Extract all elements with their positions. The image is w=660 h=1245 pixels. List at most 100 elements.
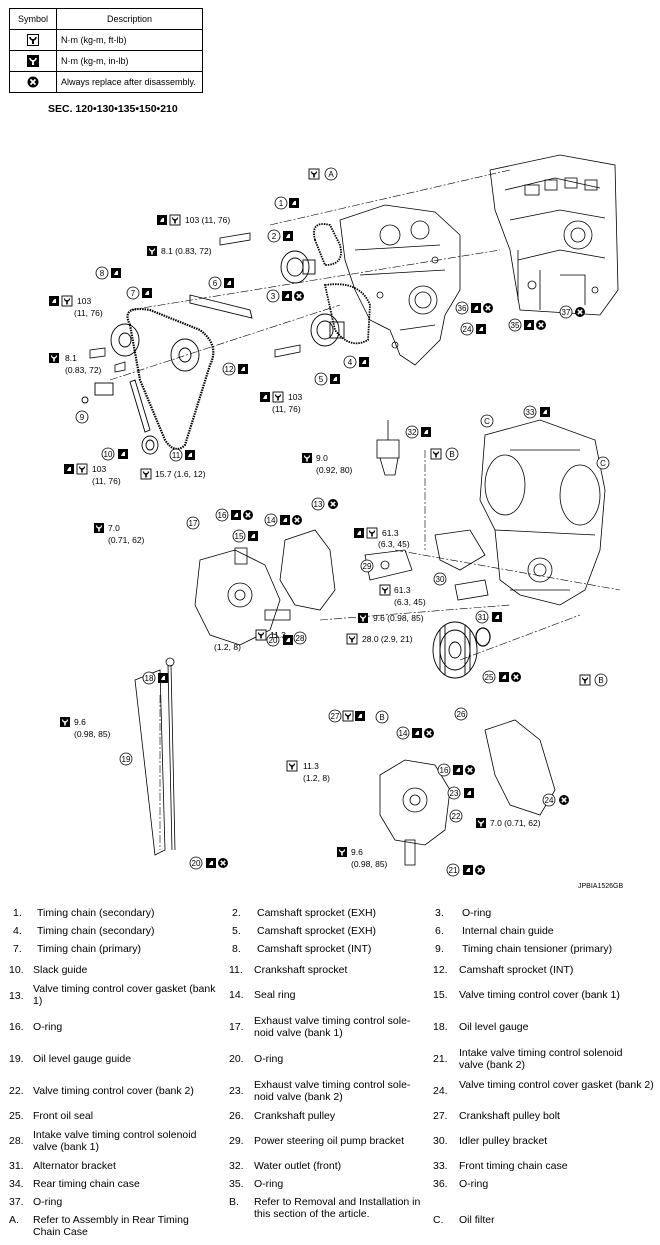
legend-row: N·m (kg-m, in-lb) bbox=[9, 50, 203, 72]
callout-7: 7 bbox=[126, 286, 140, 300]
callout-9: 9 bbox=[75, 410, 89, 424]
svg-text:14: 14 bbox=[267, 516, 276, 525]
svg-text:103: 103 bbox=[77, 296, 91, 306]
svg-text:9.6 (0.98, 85): 9.6 (0.98, 85) bbox=[373, 613, 424, 623]
svg-text:7.0: 7.0 bbox=[108, 523, 120, 533]
svg-text:5: 5 bbox=[319, 375, 324, 384]
svg-text:16: 16 bbox=[440, 766, 449, 775]
svg-text:14: 14 bbox=[399, 729, 408, 738]
letter-callouts: A B B B C C bbox=[324, 167, 610, 724]
svg-text:36: 36 bbox=[458, 304, 467, 313]
svg-text:32: 32 bbox=[408, 428, 417, 437]
callout-letter-b1: B bbox=[445, 447, 459, 461]
secondary-timing-chain-upper bbox=[313, 223, 342, 266]
callout-20b: 20 bbox=[189, 856, 203, 870]
legend-row: N·m (kg-m, ft-lb) bbox=[9, 29, 203, 51]
callout-26: 26 bbox=[454, 707, 468, 721]
svg-text:20: 20 bbox=[192, 859, 201, 868]
callout-13: 13 bbox=[311, 497, 325, 511]
svg-text:31: 31 bbox=[478, 613, 487, 622]
timing-chain-exploded-diagram: 1 2 3 4 5 6 7 8 9 10 11 12 13 14 14 15 1… bbox=[48, 154, 620, 877]
svg-text:22: 22 bbox=[452, 812, 461, 821]
valve-timing-control-cover-gasket-bank1 bbox=[279, 529, 336, 611]
callout-14: 14 bbox=[264, 513, 278, 527]
svg-text:15: 15 bbox=[235, 532, 244, 541]
callout-6: 6 bbox=[208, 276, 222, 290]
callout-30: 30 bbox=[433, 572, 447, 586]
svg-text:29: 29 bbox=[363, 562, 372, 571]
svg-text:20: 20 bbox=[269, 636, 278, 645]
svg-text:19: 19 bbox=[122, 755, 131, 764]
callout-8: 8 bbox=[95, 266, 109, 280]
svg-text:7: 7 bbox=[131, 289, 136, 298]
svg-text:12: 12 bbox=[225, 365, 234, 374]
section-title: SEC. 120•130•135•150•210 bbox=[48, 103, 178, 115]
callout-17: 17 bbox=[186, 516, 200, 530]
svg-text:10: 10 bbox=[104, 450, 113, 459]
svg-text:(6.3, 45): (6.3, 45) bbox=[378, 539, 410, 549]
valve-timing-control-cover-bank2 bbox=[379, 759, 451, 866]
svg-text:7.0 (0.71, 62): 7.0 (0.71, 62) bbox=[490, 818, 541, 828]
callout-27: 27 bbox=[328, 709, 342, 723]
legend-header-symbol: Symbol bbox=[9, 8, 57, 30]
svg-text:(0.71, 62): (0.71, 62) bbox=[108, 535, 145, 545]
svg-text:(6.3, 45): (6.3, 45) bbox=[394, 597, 426, 607]
svg-text:16: 16 bbox=[218, 511, 227, 520]
svg-text:37: 37 bbox=[562, 308, 571, 317]
svg-text:35: 35 bbox=[511, 321, 520, 330]
svg-text:13: 13 bbox=[314, 500, 323, 509]
svg-text:8.1 (0.83, 72): 8.1 (0.83, 72) bbox=[161, 246, 212, 256]
callout-5: 5 bbox=[314, 372, 328, 386]
svg-text:26: 26 bbox=[457, 710, 466, 719]
svg-text:C: C bbox=[600, 459, 606, 468]
svg-text:B: B bbox=[449, 450, 454, 459]
svg-text:11.3: 11.3 bbox=[270, 630, 286, 640]
callout-19: 19 bbox=[119, 752, 133, 766]
svg-text:11.3: 11.3 bbox=[303, 761, 319, 771]
diagram-id: JPBIA1526GB bbox=[578, 883, 624, 890]
legend-header-description: Description bbox=[56, 8, 203, 30]
camshaft-sprocket-exh-lower bbox=[310, 313, 345, 347]
svg-text:28: 28 bbox=[296, 634, 305, 643]
engine-block bbox=[489, 154, 619, 316]
callout-33: 33 bbox=[523, 405, 537, 419]
secondary-timing-chain-lower bbox=[323, 283, 371, 345]
callout-35: 35 bbox=[508, 318, 522, 332]
svg-text:B: B bbox=[379, 713, 384, 722]
svg-text:30: 30 bbox=[436, 575, 445, 584]
callout-2: 2 bbox=[267, 229, 281, 243]
svg-text:24: 24 bbox=[463, 325, 472, 334]
water-outlet bbox=[376, 420, 400, 476]
callout-23: 23 bbox=[447, 786, 461, 800]
replace-x-icon bbox=[27, 76, 39, 88]
oil-level-gauge bbox=[165, 657, 176, 851]
svg-text:4: 4 bbox=[348, 358, 353, 367]
callout-4: 4 bbox=[343, 355, 357, 369]
svg-text:11: 11 bbox=[172, 451, 181, 460]
svg-text:B: B bbox=[598, 676, 603, 685]
crankshaft-sprocket bbox=[141, 435, 159, 455]
callout-10: 10 bbox=[101, 447, 115, 461]
legend-description: N·m (kg-m, in-lb) bbox=[56, 50, 203, 72]
svg-text:9.6: 9.6 bbox=[74, 717, 86, 727]
camshaft-sprocket-exh-upper bbox=[280, 250, 316, 284]
callout-3: 3 bbox=[266, 289, 280, 303]
svg-text:(11, 76): (11, 76) bbox=[74, 308, 103, 318]
alternator-bracket bbox=[454, 579, 489, 601]
callout-32: 32 bbox=[405, 425, 419, 439]
callout-21: 21 bbox=[446, 863, 460, 877]
callout-24: 24 bbox=[460, 322, 474, 336]
callout-14b: 14 bbox=[396, 726, 410, 740]
legend-description: N·m (kg-m, ft-lb) bbox=[56, 29, 203, 51]
callout-letter-a: A bbox=[324, 167, 338, 181]
svg-text:103: 103 bbox=[92, 464, 106, 474]
callout-22: 22 bbox=[449, 809, 463, 823]
callout-12: 12 bbox=[222, 362, 236, 376]
legend-description: Always replace after disassembly. bbox=[56, 71, 203, 93]
callout-20: 20 bbox=[266, 633, 280, 647]
svg-text:2: 2 bbox=[272, 232, 277, 241]
callout-24b: 24 bbox=[542, 793, 556, 807]
legend-header-row: Symbol Description bbox=[9, 8, 203, 30]
callout-29: 29 bbox=[360, 559, 374, 573]
svg-text:25: 25 bbox=[485, 673, 494, 682]
